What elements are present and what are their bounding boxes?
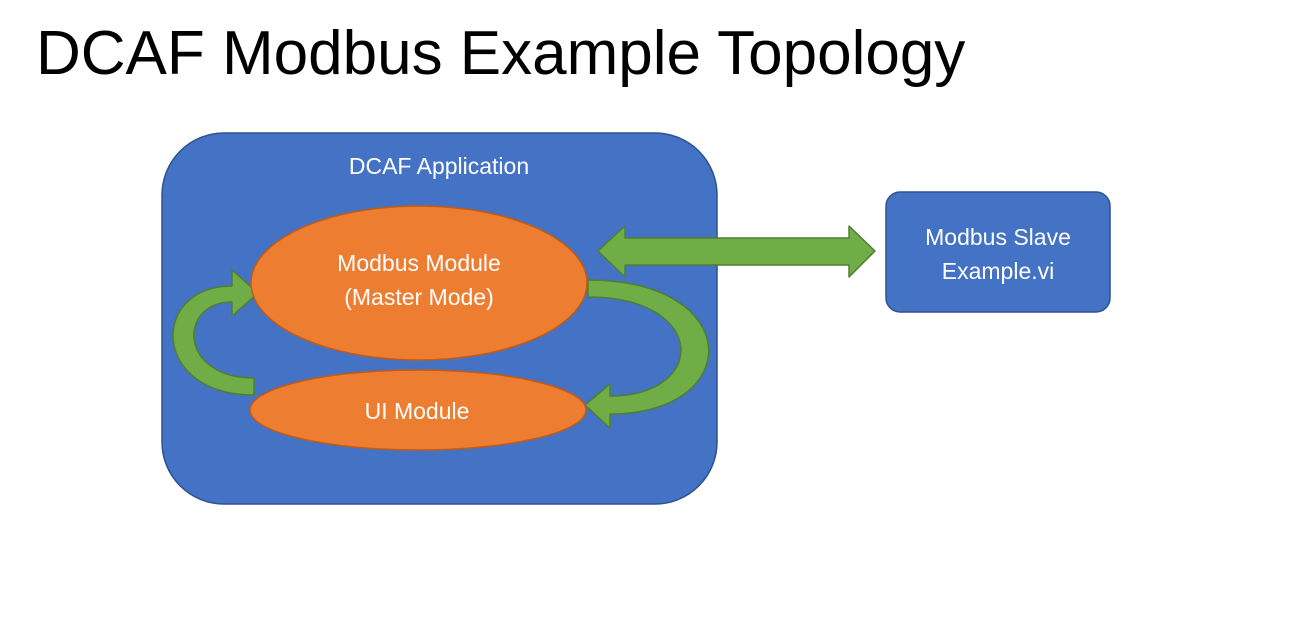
ui-to-modbus-arrow — [172, 269, 259, 396]
modbus-slave-label-line1: Modbus Slave — [925, 224, 1071, 250]
modbus-to-ui-arrow — [584, 279, 710, 429]
modbus-module-label-line2: (Master Mode) — [344, 284, 494, 310]
modbus-link-double-arrow — [597, 225, 876, 278]
ui-module-ellipse — [249, 369, 587, 451]
ui-module-label: UI Module — [365, 398, 470, 424]
dcaf-application-label: DCAF Application — [349, 153, 529, 179]
slide-title: DCAF Modbus Example Topology — [36, 19, 966, 88]
modbus-module-label-line1: Modbus Module — [337, 250, 501, 276]
modbus-slave-label-line2: Example.vi — [942, 258, 1054, 284]
modbus-module-ellipse — [250, 205, 588, 361]
modbus-slave-box — [885, 191, 1111, 313]
